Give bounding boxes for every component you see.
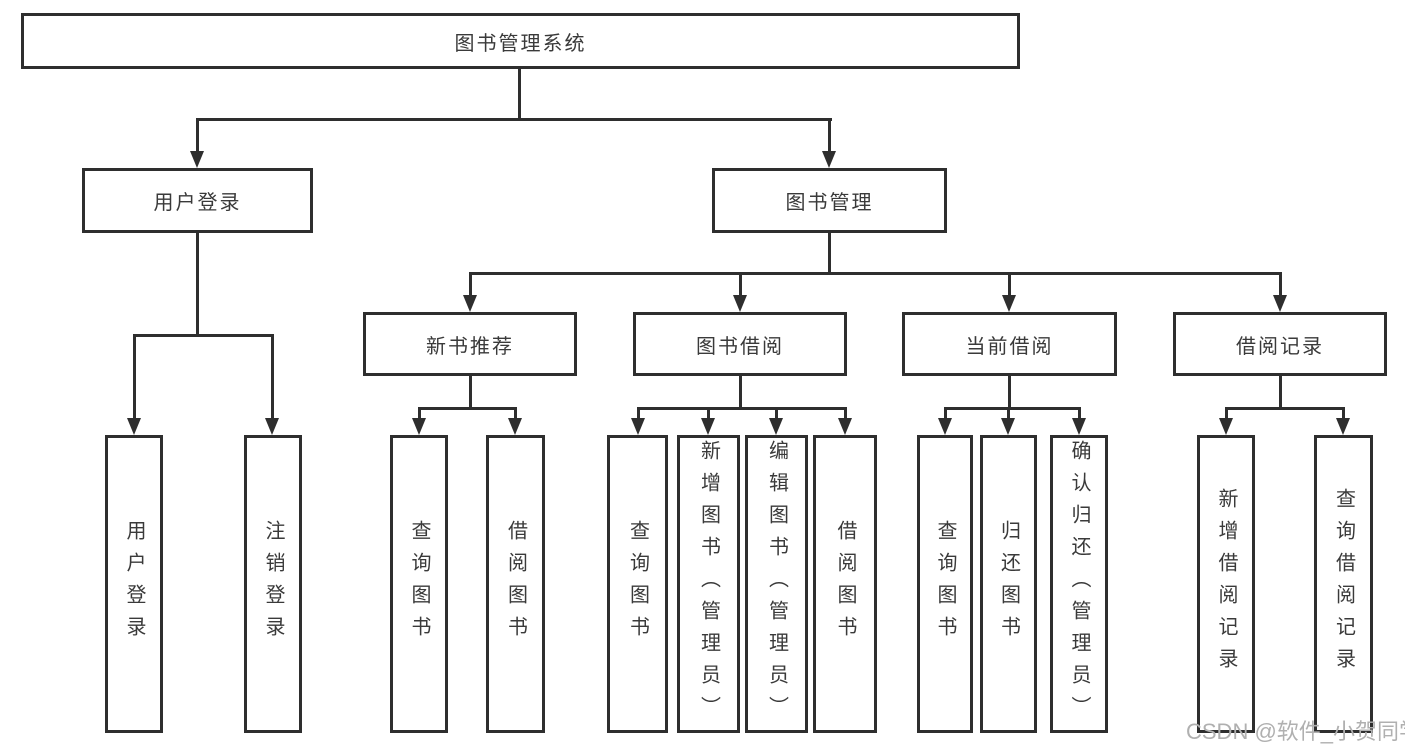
leaf-newbook-query-book: 查询图书 <box>390 435 448 733</box>
node-current-borrow: 当前借阅 <box>902 312 1117 376</box>
leaf-borrow-query-book: 查询图书 <box>607 435 668 733</box>
connector-line <box>828 118 831 153</box>
leaf-newbook-borrow-book: 借阅图书 <box>486 435 545 733</box>
arrowhead-down-icon <box>938 418 952 435</box>
arrowhead-down-icon <box>1336 418 1350 435</box>
node-book-borrow: 图书借阅 <box>633 312 847 376</box>
connector-line <box>196 118 832 121</box>
leaf-current-return-book-label: 归还图书 <box>997 520 1020 648</box>
connector-line <box>1007 407 1010 420</box>
connector-line <box>1342 407 1345 420</box>
watermark: CSDN @软件_小贺同学 <box>1186 719 1405 744</box>
leaf-borrow-edit-book-admin: 编辑图书（管理员） <box>745 435 808 733</box>
arrowhead-down-icon <box>1273 295 1287 312</box>
node-current-borrow-label: 当前借阅 <box>965 335 1054 358</box>
arrowhead-down-icon <box>1219 418 1233 435</box>
connector-line <box>469 272 1281 275</box>
connector-line <box>1279 272 1282 297</box>
connector-line <box>739 272 742 297</box>
leaf-borrow-borrow-book-label: 借阅图书 <box>834 520 856 648</box>
leaf-logout-label: 注销登录 <box>262 520 284 648</box>
arrowhead-down-icon <box>265 418 279 435</box>
node-new-book-recommend-label: 新书推荐 <box>426 335 514 358</box>
arrowhead-down-icon <box>701 418 715 435</box>
node-root: 图书管理系统 <box>21 13 1020 69</box>
node-book-management-label: 图书管理 <box>785 192 874 214</box>
leaf-borrow-borrow-book: 借阅图书 <box>813 435 877 733</box>
node-user-login: 用户登录 <box>82 168 313 233</box>
arrowhead-down-icon <box>1001 418 1015 435</box>
leaf-current-query-book: 查询图书 <box>917 435 973 733</box>
connector-line <box>637 407 640 420</box>
connector-line <box>739 374 742 409</box>
connector-line <box>1008 374 1011 409</box>
leaf-borrow-query-book-label: 查询图书 <box>626 520 649 648</box>
arrowhead-down-icon <box>838 418 852 435</box>
arrowhead-down-icon <box>127 418 141 435</box>
connector-line <box>418 407 421 420</box>
leaf-records-add-record-label: 新增借阅记录 <box>1215 488 1237 680</box>
arrowhead-down-icon <box>463 295 477 312</box>
connector-line <box>1225 407 1228 420</box>
connector-line <box>707 407 710 420</box>
connector-line <box>1225 407 1345 410</box>
arrowhead-down-icon <box>1002 295 1016 312</box>
arrowhead-down-icon <box>822 151 836 168</box>
connector-line <box>775 407 778 420</box>
leaf-user-login-label: 用户登录 <box>123 520 145 648</box>
connector-line <box>133 334 136 419</box>
leaf-borrow-add-book-admin: 新增图书（管理员） <box>677 435 740 733</box>
leaf-current-confirm-return-admin-label: 确认归还（管理员） <box>1068 440 1090 728</box>
connector-line <box>196 118 199 153</box>
leaf-current-confirm-return-admin: 确认归还（管理员） <box>1050 435 1108 733</box>
leaf-borrow-edit-book-admin-label: 编辑图书（管理员） <box>765 440 788 728</box>
connector-line <box>1008 272 1011 297</box>
connector-line <box>469 272 472 297</box>
node-borrow-records-label: 借阅记录 <box>1236 335 1324 358</box>
node-new-book-recommend: 新书推荐 <box>363 312 577 376</box>
arrowhead-down-icon <box>631 418 645 435</box>
arrowhead-down-icon <box>769 418 783 435</box>
connector-line <box>828 231 831 274</box>
connector-line <box>518 67 521 118</box>
connector-line <box>133 334 274 337</box>
leaf-current-return-book: 归还图书 <box>980 435 1037 733</box>
leaf-logout: 注销登录 <box>244 435 302 733</box>
node-root-label: 图书管理系统 <box>454 32 587 55</box>
leaf-current-query-book-label: 查询图书 <box>934 520 956 648</box>
arrowhead-down-icon <box>412 418 426 435</box>
connector-line <box>418 407 517 410</box>
node-book-management: 图书管理 <box>712 168 947 233</box>
node-book-borrow-label: 图书借阅 <box>696 335 784 358</box>
connector-line <box>1078 407 1081 420</box>
arrowhead-down-icon <box>190 151 204 168</box>
node-user-login-label: 用户登录 <box>153 192 242 214</box>
arrowhead-down-icon <box>733 295 747 312</box>
leaf-records-query-record: 查询借阅记录 <box>1314 435 1373 733</box>
connector-line <box>271 334 274 419</box>
connector-line <box>844 407 847 420</box>
connector-line <box>514 407 517 420</box>
connector-line <box>944 407 947 420</box>
arrowhead-down-icon <box>1072 418 1086 435</box>
connector-line <box>944 407 1080 410</box>
leaf-user-login: 用户登录 <box>105 435 163 733</box>
leaf-newbook-borrow-book-label: 借阅图书 <box>504 520 527 648</box>
connector-line <box>196 231 199 335</box>
connector-line <box>637 407 847 410</box>
connector-line <box>469 374 472 409</box>
leaf-newbook-query-book-label: 查询图书 <box>408 520 430 648</box>
node-borrow-records: 借阅记录 <box>1173 312 1387 376</box>
leaf-records-query-record-label: 查询借阅记录 <box>1332 488 1355 680</box>
connector-line <box>1279 374 1282 409</box>
arrowhead-down-icon <box>508 418 522 435</box>
leaf-borrow-add-book-admin-label: 新增图书（管理员） <box>697 440 720 728</box>
leaf-records-add-record: 新增借阅记录 <box>1197 435 1255 733</box>
